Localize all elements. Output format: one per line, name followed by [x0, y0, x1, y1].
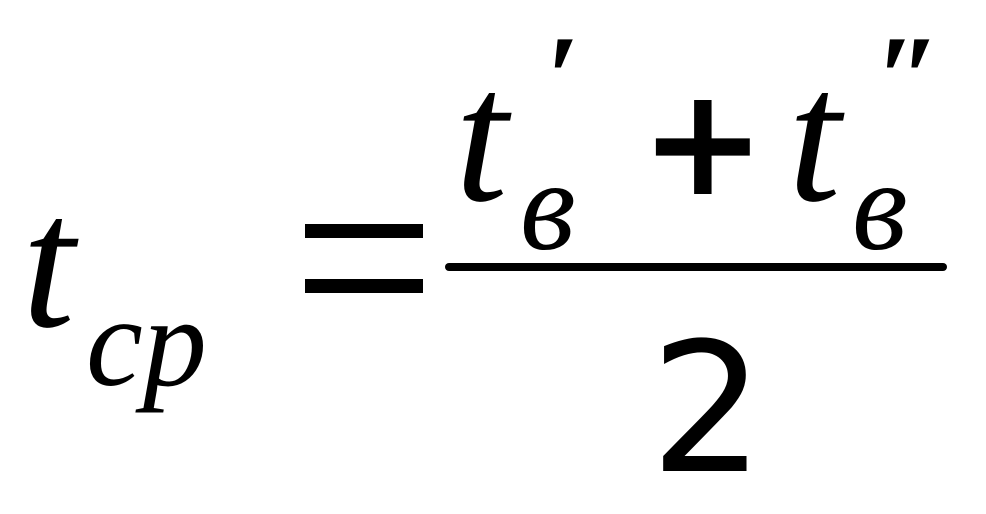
numerator-term2-subscript: в	[852, 135, 908, 277]
fraction-bar	[445, 263, 947, 271]
numerator-term2-symbol: t	[788, 32, 841, 242]
denominator: 2	[650, 305, 765, 514]
plus-operator: +	[640, 56, 766, 230]
numerator-term2-double-prime: ″	[875, 11, 942, 144]
numerator-term1-prime: ′	[545, 11, 579, 144]
lhs-subscript: cp	[86, 271, 207, 413]
equals-sign-bottom-bar	[305, 279, 423, 293]
lhs-symbol-t: t	[22, 158, 75, 368]
equals-sign-top-bar	[305, 224, 423, 238]
numerator-term1-symbol: t	[455, 32, 508, 242]
numerator-term1-subscript: в	[520, 135, 576, 277]
